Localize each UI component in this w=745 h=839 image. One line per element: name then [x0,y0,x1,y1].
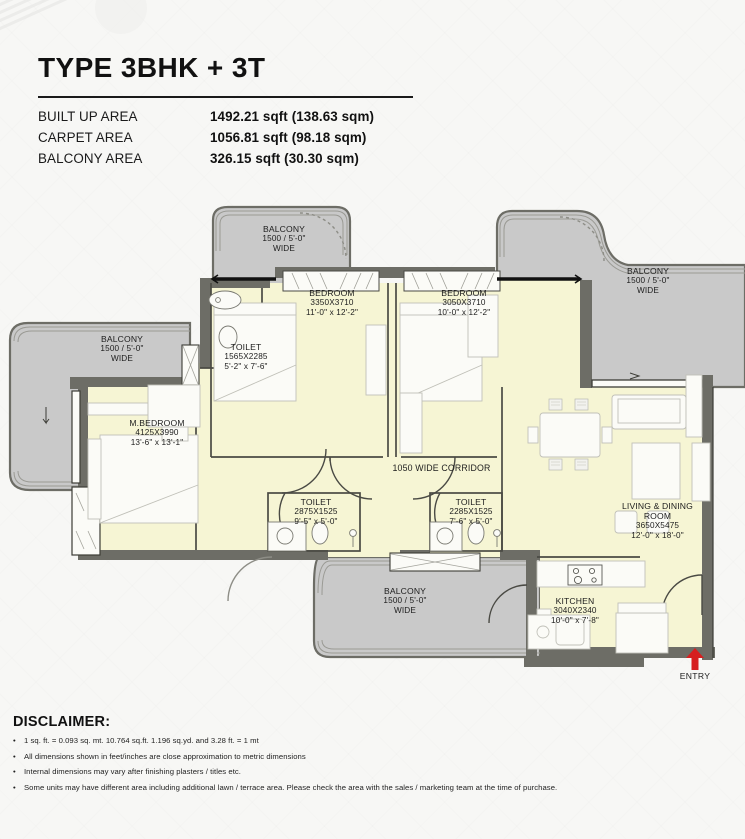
entry-arrow-icon [686,648,704,670]
area-label: BALCONY AREA [38,150,143,166]
sanitary-fixtures [208,290,501,552]
balcony-top-shape [211,205,352,287]
area-row-built-up: BUILT UP AREA 1492.21 sqft (138.63 sqm) [38,107,413,128]
bullet-icon: • [13,767,16,776]
bullet-icon: • [13,751,16,761]
cooktop-icon [567,564,603,586]
page-title: TYPE 3BHK + 3T [38,52,266,83]
disclaimer-title: DISCLAIMER: [13,714,111,730]
entry-label: ENTRY [679,671,711,681]
balcony-bottom-shape [312,555,542,659]
disclaimer-text: Some units may have different area inclu… [24,782,558,792]
title-divider [38,96,413,98]
area-value: 1056.81 sqft (98.18 sqm) [210,129,367,145]
bullet-icon: • [13,782,16,792]
disclaimer-text: Internal dimensions may vary after finis… [24,767,241,776]
disclaimer-text: All dimensions shown in feet/inches are … [24,751,306,761]
disclaimer-item: • Internal dimensions may vary after fin… [13,767,733,777]
disclaimer-section: DISCLAIMER: • 1 sq. ft. = 0.093 sq. mt. … [13,714,733,798]
doors [210,212,703,624]
bullet-icon: • [13,736,16,745]
balcony-right-shape [495,209,745,389]
disclaimer-text: 1 sq. ft. = 0.093 sq. mt. 10.764 sq.ft. … [24,736,259,745]
disclaimer-item: • Some units may have different area inc… [13,783,733,793]
disclaimer-item: • 1 sq. ft. = 0.093 sq. mt. 10.764 sq.ft… [13,736,733,746]
area-row-balcony: BALCONY AREA 326.15 sqft (30.30 sqm) [38,149,413,170]
area-value: 1492.21 sqft (138.63 sqm) [210,109,375,124]
plan-header: TYPE 3BHK + 3T BUILT UP AREA 1492.21 sqf… [38,54,413,170]
area-value: 326.15 sqft (30.30 sqm) [210,150,359,166]
area-label: CARPET AREA [38,129,133,145]
disclaimer-item: • All dimensions shown in feet/inches ar… [13,752,733,762]
furniture [87,294,711,654]
windows [42,270,703,572]
floor-plan [0,195,745,690]
area-label: BUILT UP AREA [38,109,138,124]
entry-marker: ENTRY [668,648,722,681]
area-row-carpet: CARPET AREA 1056.81 sqft (98.18 sqm) [38,128,413,149]
